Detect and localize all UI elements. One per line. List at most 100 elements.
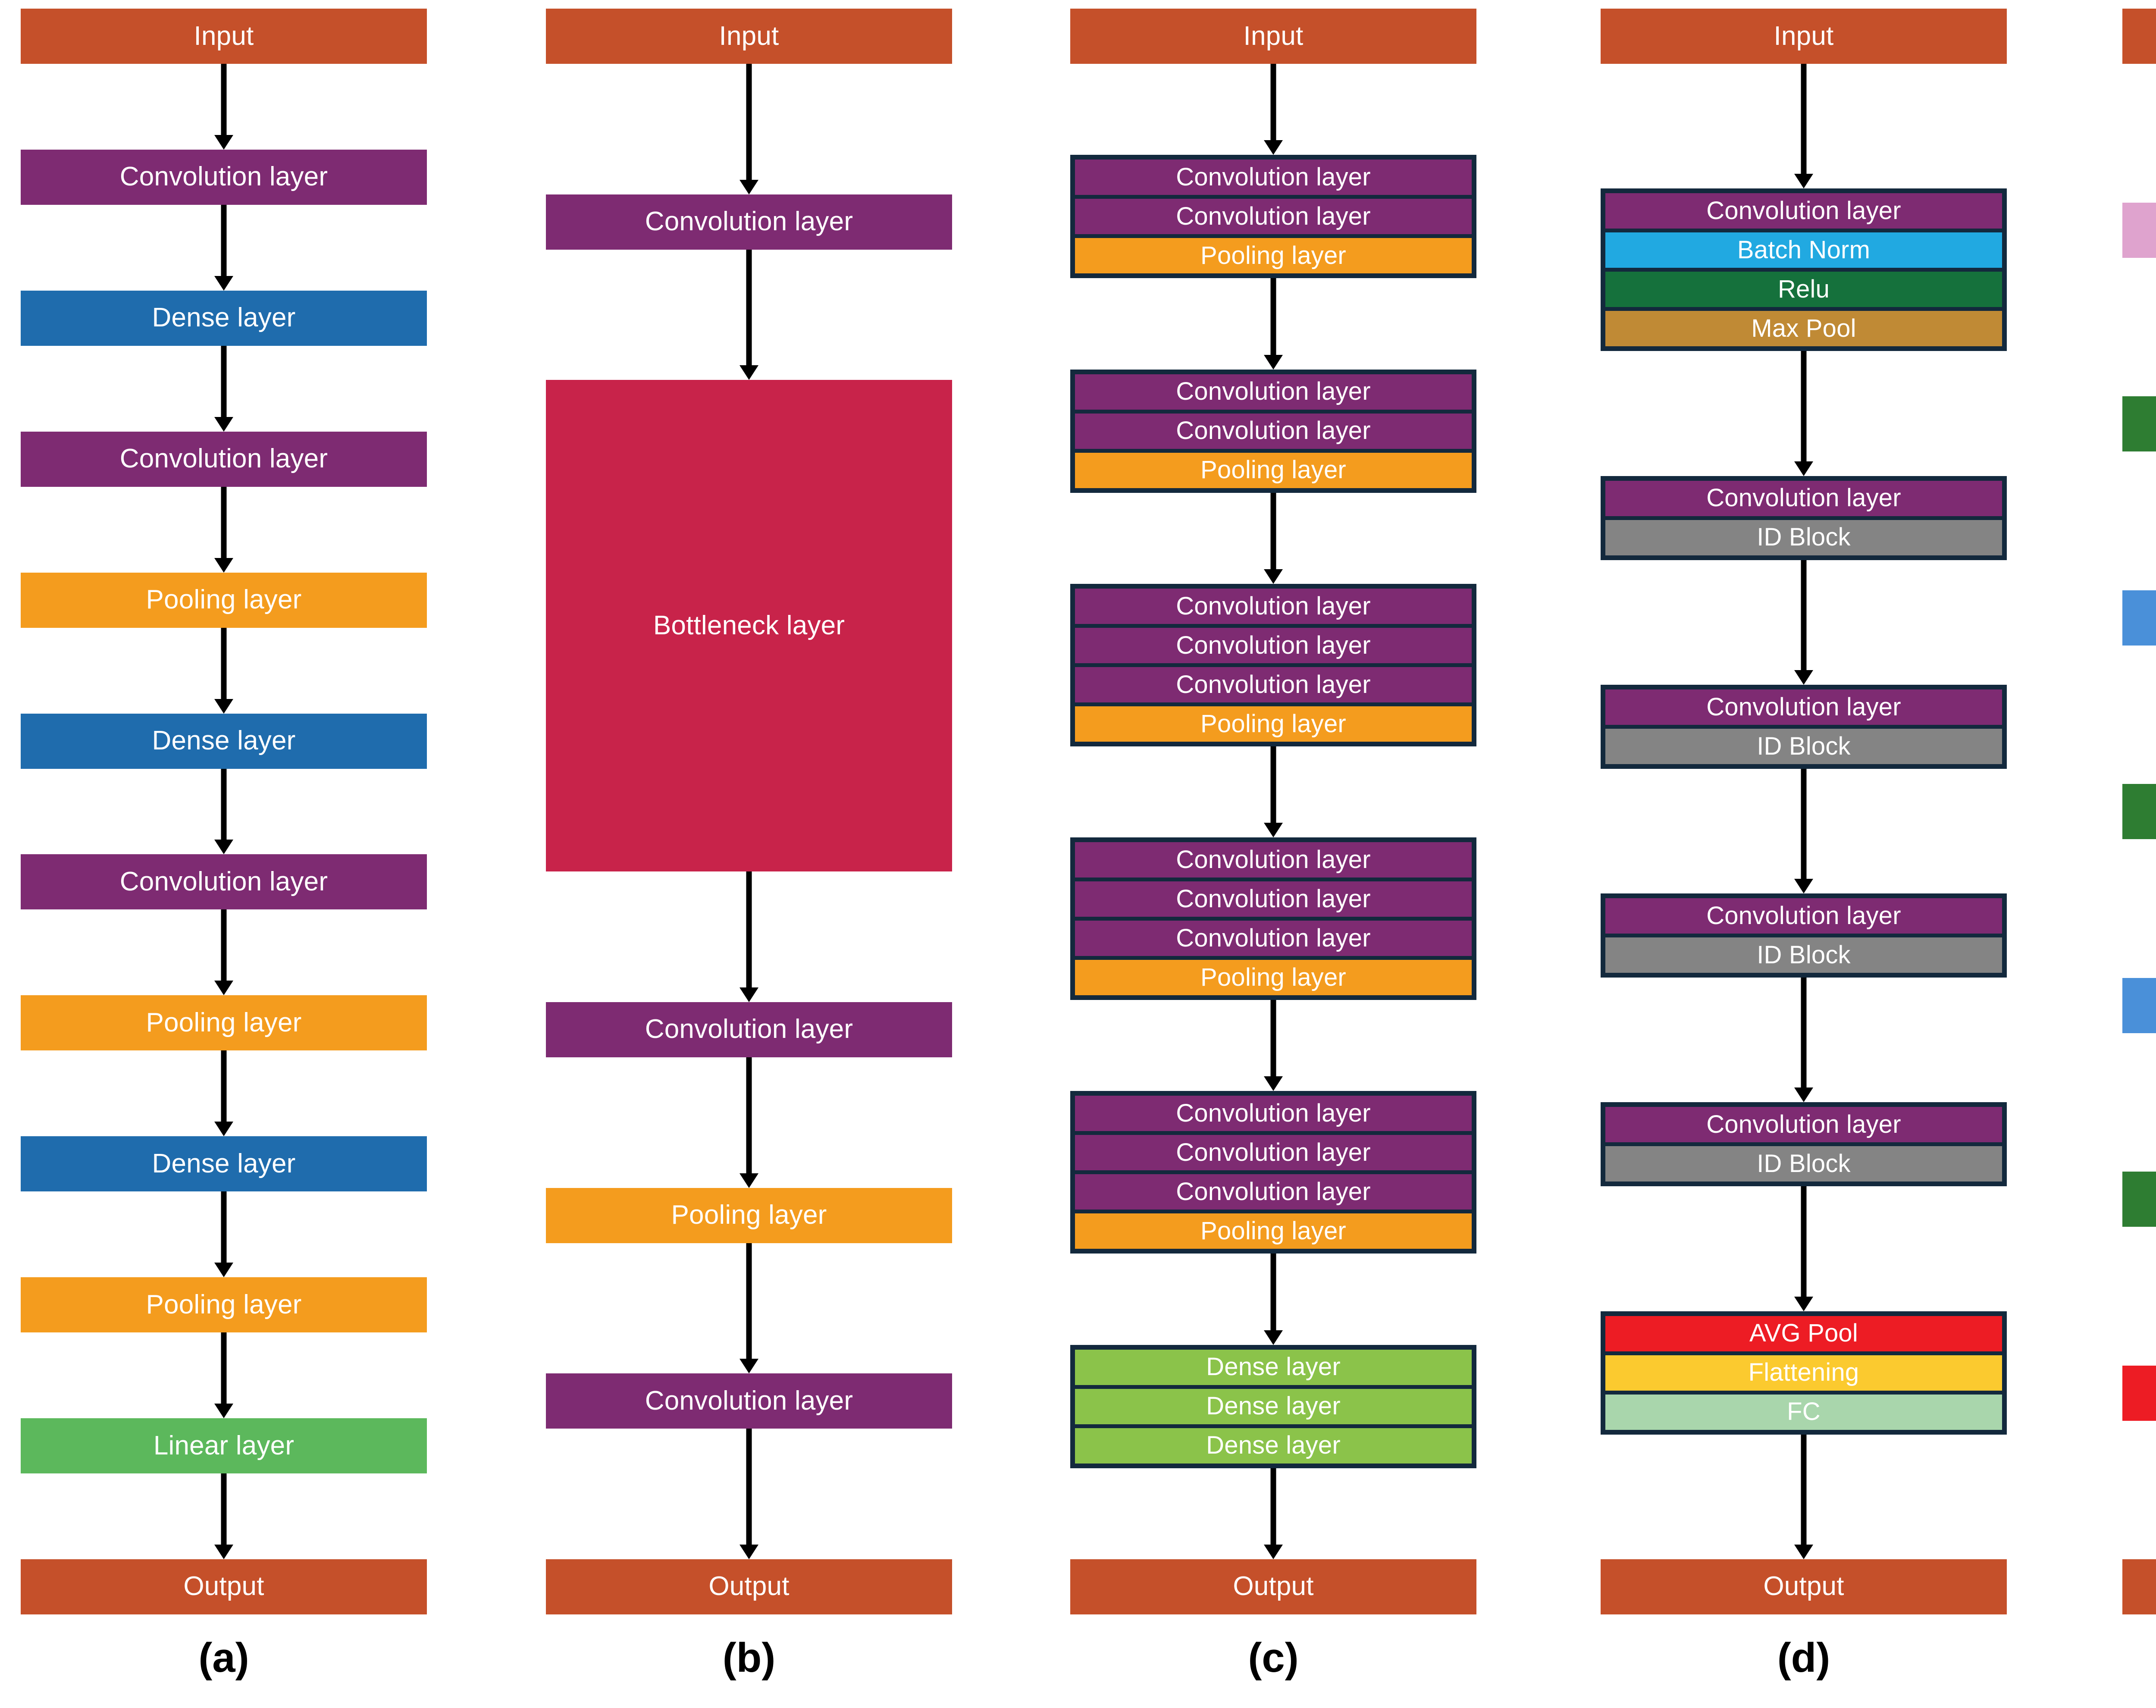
layer-node: Batch Norm [1605, 232, 2002, 268]
flow-arrow-icon [546, 871, 952, 1002]
layer-node: Dense layer [21, 713, 427, 769]
layer-node: Input [546, 9, 952, 64]
flow-arrow-icon [1601, 1186, 2007, 1311]
layer-node: Dense layer [1075, 1428, 1472, 1464]
layer-node: Reduction-A [2122, 590, 2156, 646]
layer-node: FC [1605, 1394, 2002, 1430]
panel-caption-c: (c) [1248, 1635, 1299, 1681]
layer-node: Output [546, 1559, 952, 1614]
flow-arrow-icon [546, 1057, 952, 1188]
layer-node: Pooling layer [1075, 238, 1472, 274]
layer-node: ID Block [1605, 728, 2002, 764]
layer-node: Convolution layer [1605, 898, 2002, 934]
layer-node: Convolution layer [1075, 842, 1472, 878]
flow-arrow-icon [1070, 746, 1476, 838]
layer-node: Convolution layer [1075, 881, 1472, 917]
panel-caption-a: (a) [198, 1635, 249, 1681]
layer-node: Convolution layer [1075, 413, 1472, 449]
flow-stack: InputStemInception-A Reduction-A Inception… [2122, 9, 2156, 1614]
flow-arrow-icon [21, 909, 427, 996]
layer-node: AVG Pool [1605, 1316, 2002, 1351]
flow-arrow-icon [1601, 768, 2007, 894]
flow-arrow-icon [1070, 64, 1476, 155]
layer-node: Pooling layer [1075, 960, 1472, 996]
layer-node: Pooling layer [21, 1277, 427, 1333]
layer-node: Convolution layer [1075, 627, 1472, 663]
layer-node: Input [1601, 9, 2007, 64]
flow-arrow-icon [21, 1050, 427, 1137]
layer-node: Convolution layer [1605, 689, 2002, 725]
layer-node: Stem [2122, 202, 2156, 258]
flow-arrow-icon [2122, 646, 2156, 784]
flow-arrow-icon [21, 627, 427, 714]
layer-node: Pooling layer [21, 995, 427, 1051]
layer-node: Relu [1605, 272, 2002, 307]
layer-node: Convolution layer [1075, 667, 1472, 702]
layer-node: Input [21, 9, 427, 64]
flow-arrow-icon [546, 1429, 952, 1559]
layer-node: Bottleneck layer [546, 380, 952, 872]
panel-caption-d: (d) [1777, 1635, 1830, 1681]
layer-node: Linear layer [21, 1418, 427, 1474]
flow-arrow-icon [546, 1243, 952, 1374]
flow-arrow-icon [1601, 560, 2007, 685]
flow-arrow-icon [2122, 1421, 2156, 1560]
layer-node: Convolution layer [21, 149, 427, 205]
flow-arrow-icon [1601, 64, 2007, 189]
architecture-column-e: InputStemInception-A Reduction-A Inception… [2122, 0, 2156, 1708]
layer-node: Convolution layer [1075, 1096, 1472, 1131]
flow-arrow-icon [21, 768, 427, 855]
layer-node: ID Block [1605, 937, 2002, 973]
layer-node: Dense layer [21, 1136, 427, 1192]
layer-node: Inception-B [2122, 784, 2156, 839]
layer-node: Dense layer [1075, 1349, 1472, 1385]
layer-node: Input [1070, 9, 1476, 64]
layer-node: Inception-C [2122, 1172, 2156, 1227]
layer-node: ID Block [1605, 1146, 2002, 1182]
layer-node: Convolution layer [21, 854, 427, 910]
flow-arrow-icon [21, 1191, 427, 1278]
flow-arrow-icon [1070, 1254, 1476, 1345]
flow-arrow-icon [21, 64, 427, 150]
flow-arrow-icon [546, 249, 952, 380]
layer-node: Output [21, 1559, 427, 1614]
layer-node: Convolution layer [1075, 374, 1472, 410]
layer-node: Dense layer [21, 290, 427, 346]
layer-node: Inception-A [2122, 396, 2156, 451]
layer-node: ID Block [1605, 520, 2002, 555]
flow-arrow-icon [1070, 1000, 1476, 1091]
layer-node: Dense layer [1075, 1388, 1472, 1424]
layer-node: Convolution layer [546, 1002, 952, 1057]
layer-node: Reduction-B [2122, 978, 2156, 1033]
layer-node: Convolution layer [546, 1373, 952, 1429]
flow-arrow-icon [1601, 351, 2007, 476]
layer-node: Pooling layer [546, 1188, 952, 1243]
layer-node: Convolution layer [1075, 199, 1472, 235]
layer-node: Convolution layer [1075, 1174, 1472, 1210]
flow-arrow-icon [1070, 1468, 1476, 1559]
flow-arrow-icon [2122, 64, 2156, 203]
layer-node: Output [1070, 1559, 1476, 1614]
flow-arrow-icon [2122, 839, 2156, 978]
layer-node: Input [2122, 9, 2156, 64]
layer-node: Convolution layer [1075, 160, 1472, 195]
layer-node: Convolution layer [1605, 480, 2002, 516]
layer-node: Convolution layer [1605, 1107, 2002, 1143]
flow-arrow-icon [1601, 978, 2007, 1103]
flow-arrow-icon [546, 64, 952, 194]
panel-caption-b: (b) [722, 1635, 776, 1681]
layer-node: Output [1601, 1559, 2007, 1614]
layer-node: Pooling layer [1075, 706, 1472, 742]
